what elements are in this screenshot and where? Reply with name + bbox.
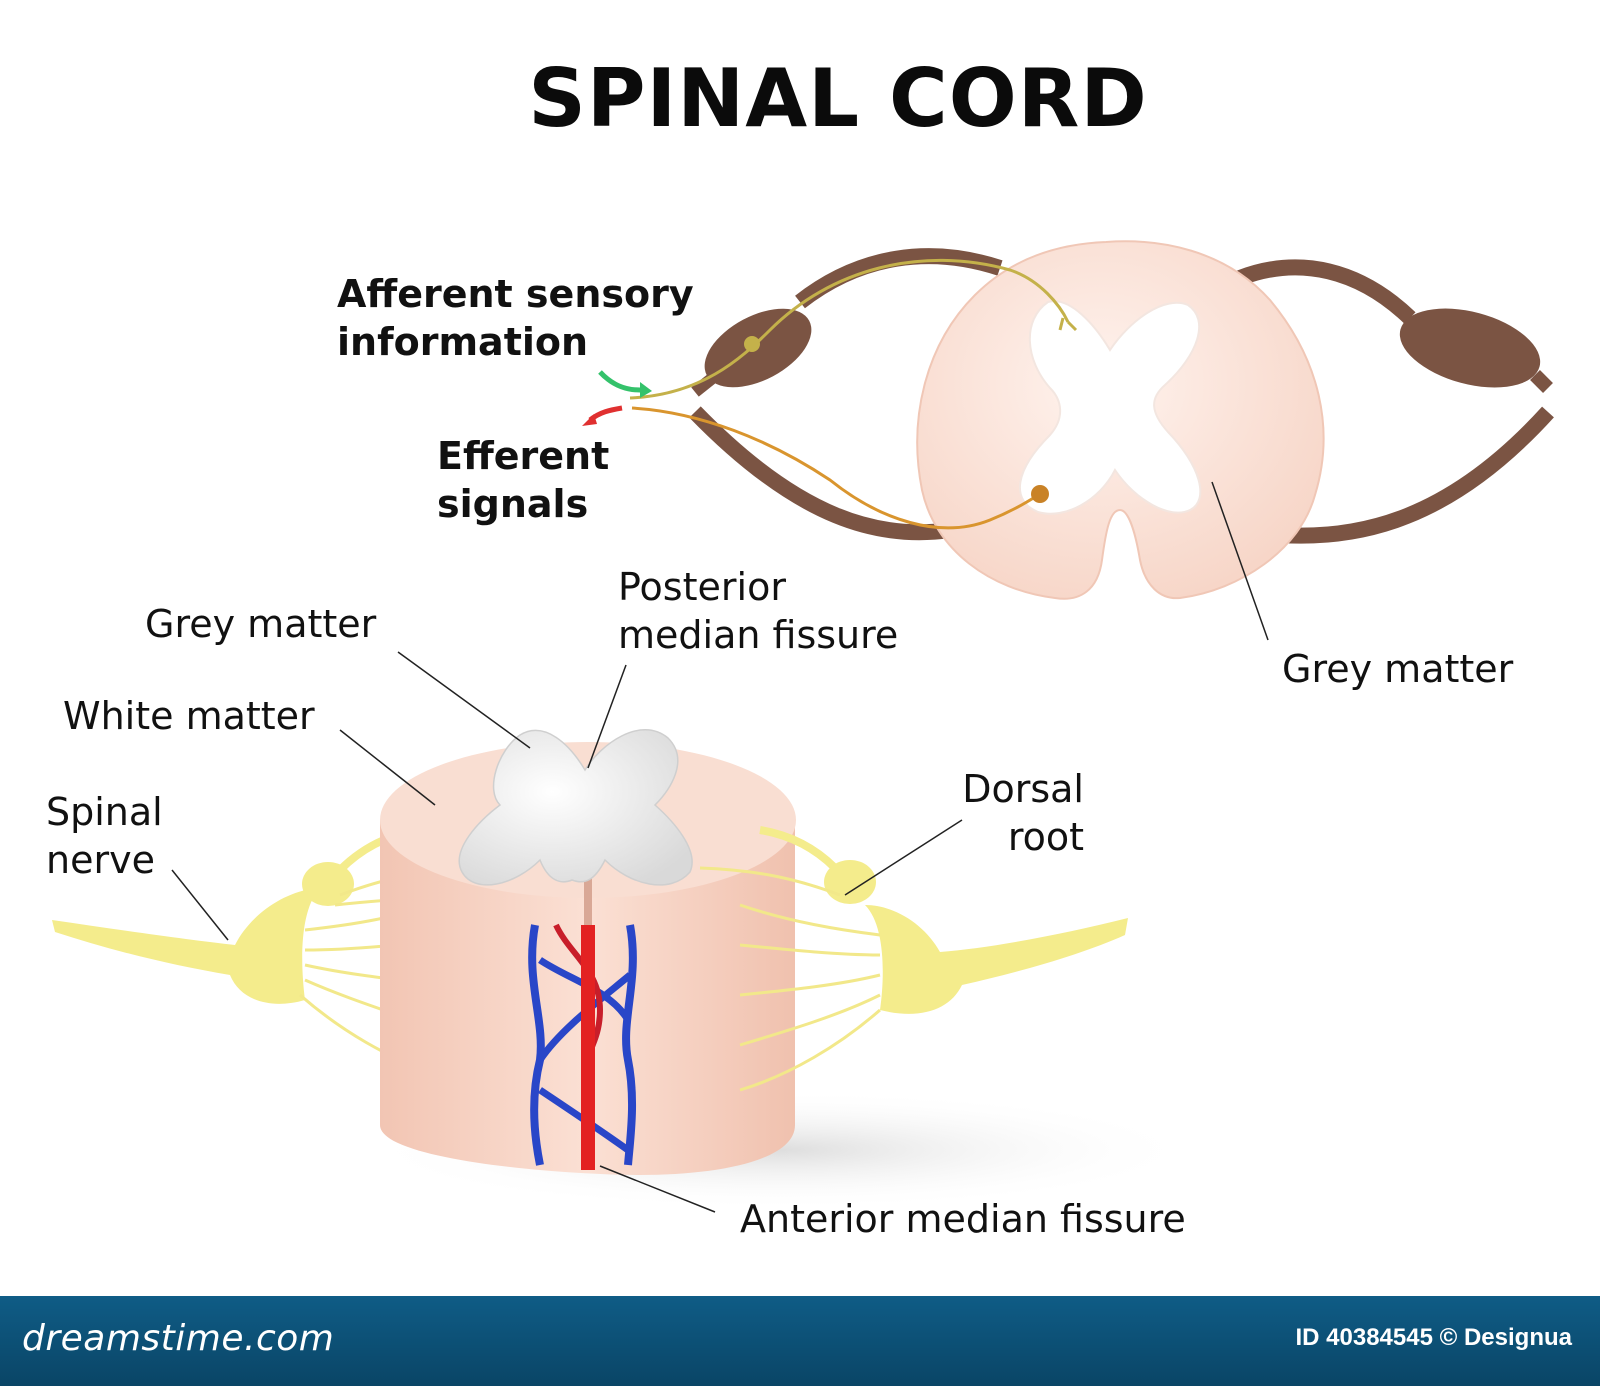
right-ventral-root <box>1279 406 1554 544</box>
efferent-label-line1: Efferent <box>437 434 610 478</box>
posterior-fissure-leader <box>587 664 627 769</box>
afferent-label: Afferent sensory information <box>337 270 694 366</box>
posterior-fissure-label: Posterior median fissure <box>618 563 898 659</box>
vein-right <box>622 924 637 1166</box>
spinal-nerve-leader <box>171 869 229 941</box>
efferent-label: Efferent signals <box>437 432 609 528</box>
blood-vessels <box>528 923 637 1170</box>
anterior-fissure-leader <box>599 1165 716 1213</box>
white-matter-leader <box>339 729 436 806</box>
left-spinal-nerve <box>52 888 320 1004</box>
efferent-neuron-body <box>1031 485 1049 503</box>
cord-grey-matter-3d <box>458 729 693 886</box>
efferent-neuron-track <box>631 406 1041 530</box>
cross-section <box>582 240 1554 641</box>
dorsal-label-line1: Dorsal <box>962 767 1084 811</box>
afferent-neuron-body <box>744 336 760 352</box>
right-rootlets <box>699 866 881 1092</box>
right-dorsal-root <box>1237 259 1416 324</box>
cord-segment-3d <box>52 651 1200 1213</box>
spinal-label-line2: nerve <box>46 838 155 882</box>
efferent-label-line2: signals <box>437 482 589 526</box>
afferent-label-line2: information <box>337 320 589 364</box>
cross-section-grey-matter <box>1018 300 1202 515</box>
anterior-fissure-label: Anterior median fissure <box>740 1197 1186 1241</box>
footer-image-id: ID 40384545 © Designua <box>1295 1324 1573 1351</box>
spinal-cord-illustration <box>52 240 1554 1213</box>
footer-bar: dreamstime.com ID 40384545 © Designua <box>0 1296 1600 1386</box>
spinal-nerve-label: Spinal nerve <box>46 788 163 884</box>
posterior-label-line2: median fissure <box>618 613 899 657</box>
footer-brand[interactable]: dreamstime.com <box>22 1318 335 1359</box>
right-spinal-nerve <box>865 905 1128 1014</box>
dorsal-root-label: Dorsal root <box>900 765 1084 861</box>
spinal-label-line1: Spinal <box>46 790 163 834</box>
grey-matter-right-leader <box>1211 481 1269 641</box>
diagram-title: SPINAL CORD <box>528 52 1148 145</box>
dorsal-label-line2: root <box>1007 815 1084 859</box>
grey-matter-left-leader <box>397 651 531 749</box>
left-ventral-root <box>689 406 952 541</box>
dorsal-root-leader <box>844 819 963 896</box>
grey-matter-left-label: Grey matter <box>145 602 377 646</box>
afferent-arrow <box>598 370 641 393</box>
afferent-label-line1: Afferent sensory <box>337 272 694 316</box>
grey-matter-right-label: Grey matter <box>1282 647 1514 691</box>
right-dorsal-ganglion <box>1399 308 1541 388</box>
white-matter-label: White matter <box>63 694 315 738</box>
right-spinal-nerve-upper <box>1530 370 1553 393</box>
afferent-neuron-track <box>629 258 1070 400</box>
posterior-label-line1: Posterior <box>618 565 786 609</box>
